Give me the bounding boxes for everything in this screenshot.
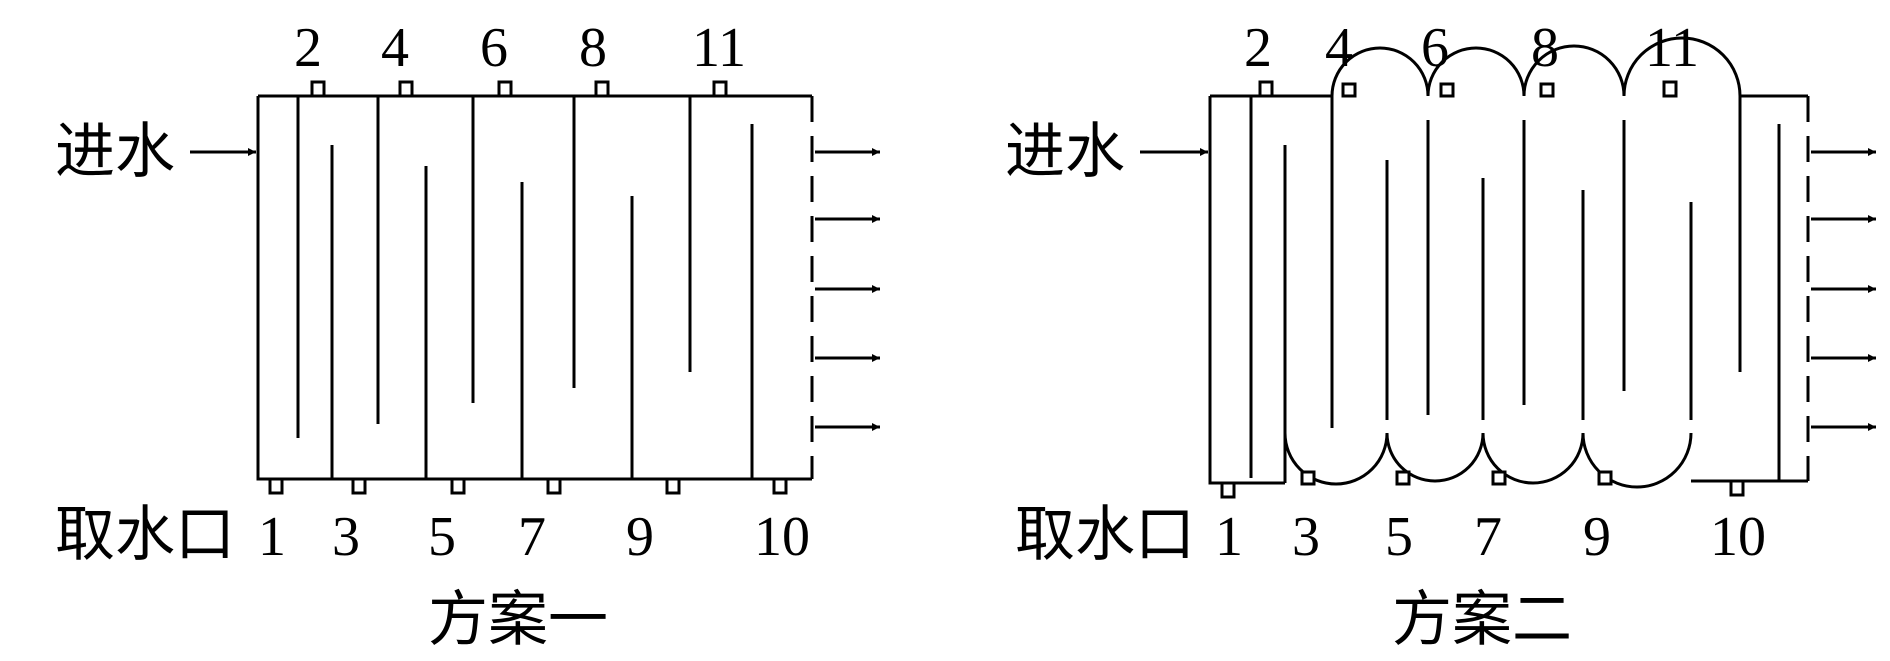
scheme2-top-baffles [1330, 96, 1626, 428]
scheme1-bottom-number: 7 [518, 506, 546, 568]
scheme1-top-baffles [296, 96, 692, 438]
scheme1-title: 方案一 [428, 587, 608, 653]
scheme1-intake-label: 取水口 [55, 502, 235, 568]
scheme2-bottom-number: 10 [1710, 506, 1766, 568]
scheme1-bottom-number: 3 [332, 506, 360, 568]
scheme2-top-number: 11 [1645, 17, 1699, 79]
scheme1-top-numbers: 2 4 6 8 11 [294, 17, 746, 79]
scheme2-bottom-number: 5 [1385, 506, 1413, 568]
scheme1-bottom-baffles [330, 124, 754, 479]
scheme1-frame [256, 94, 812, 481]
scheme2-top-ports [1258, 80, 1678, 98]
scheme1-bottom-number: 5 [428, 506, 456, 568]
scheme2-top-number: 2 [1244, 17, 1272, 79]
scheme2-upper-curves [1330, 36, 1742, 97]
scheme1-outlet-arrows [815, 148, 880, 431]
scheme2-title: 方案二 [1392, 587, 1572, 653]
scheme2-bottom-number: 9 [1583, 506, 1611, 568]
scheme2-bottom-number: 1 [1215, 506, 1243, 568]
scheme2-bottom-number: 3 [1292, 506, 1320, 568]
scheme2-intake-label: 取水口 [1015, 502, 1195, 568]
scheme1-bottom-number: 1 [258, 506, 286, 568]
scheme1-top-number: 4 [381, 17, 409, 79]
scheme2-inlet-label: 进水 [1005, 119, 1125, 185]
scheme2-outlet-arrows [1811, 148, 1876, 431]
scheme-2: 进水 取水口 方案二 2 4 6 8 11 1 3 5 7 9 10 [1005, 17, 1876, 653]
scheme1-bottom-numbers: 1 3 5 7 9 10 [258, 506, 810, 568]
scheme2-bottom-baffles [1385, 160, 1693, 420]
scheme1-top-number: 6 [480, 17, 508, 79]
scheme1-intake-ports [268, 477, 788, 495]
scheme2-bottom-numbers: 1 3 5 7 9 10 [1215, 506, 1766, 568]
scheme1-bottom-number: 9 [626, 506, 654, 568]
scheme1-top-number: 2 [294, 17, 322, 79]
scheme2-lower-curves [1283, 432, 1693, 489]
scheme2-top-number: 4 [1325, 17, 1353, 79]
scheme2-bottom-number: 7 [1474, 506, 1502, 568]
scheme2-top-number: 6 [1421, 17, 1449, 79]
scheme1-bottom-number: 10 [754, 506, 810, 568]
scheme2-top-numbers: 2 4 6 8 11 [1244, 17, 1699, 79]
scheme2-intake-ports [1220, 470, 1745, 499]
scheme2-top-number: 8 [1531, 17, 1559, 79]
scheme1-top-number: 8 [579, 17, 607, 79]
scheme2-left-frame [1208, 94, 1332, 485]
scheme1-inlet-label: 进水 [55, 119, 175, 185]
scheme2-right-frame [1691, 94, 1808, 483]
scheme-1: 进水 取水口 方案一 2 4 6 8 11 1 3 5 7 9 10 [55, 17, 880, 653]
scheme1-top-number: 11 [692, 17, 746, 79]
scheme1-top-ports [310, 80, 728, 98]
